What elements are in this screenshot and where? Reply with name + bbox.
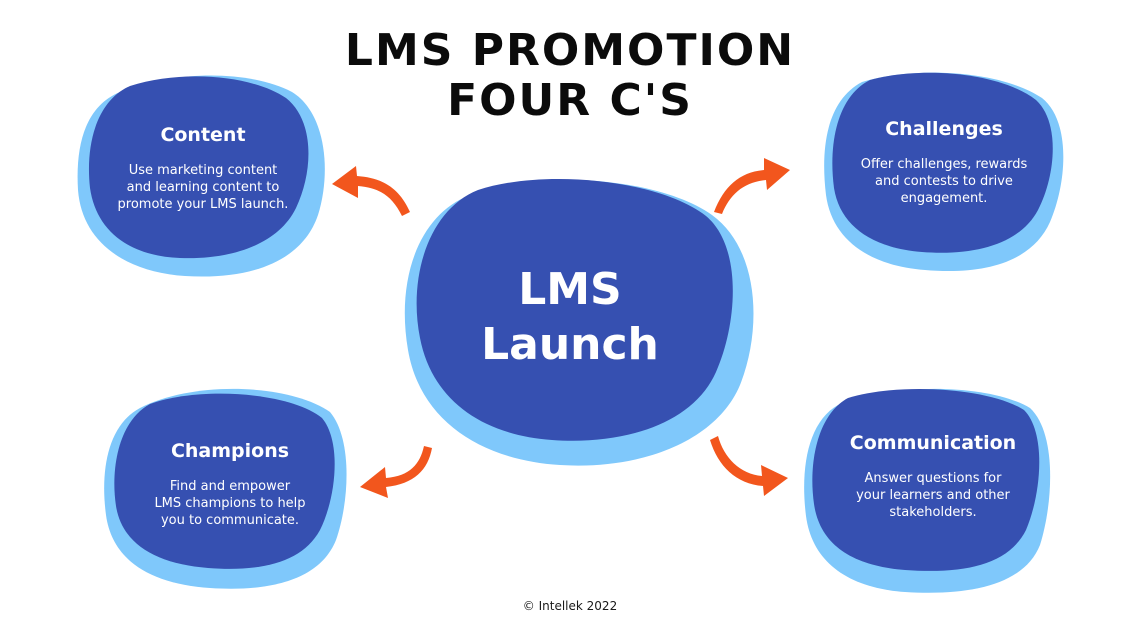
challenges-description-line-3: engagement. [900, 191, 988, 206]
content-description-line-2: and learning content to [126, 180, 280, 195]
champions-blob [104, 388, 347, 589]
communication-description-line-3: stakeholders. [889, 505, 977, 520]
communication-description: Answer questions for your learners and o… [826, 470, 1040, 521]
content-description-line-3: promote your LMS launch. [117, 197, 289, 212]
challenges-card: Challenges Offer challenges, rewards and… [840, 118, 1048, 207]
content-heading: Content [160, 124, 246, 146]
communication-description-line-1: Answer questions for [864, 471, 1002, 486]
center-label-line-1: LMS [518, 264, 622, 315]
communication-card: Communication Answer questions for your … [826, 432, 1040, 521]
content-description-line-1: Use marketing content [128, 163, 278, 178]
content-description: Use marketing content and learning conte… [98, 162, 308, 213]
communication-blob [804, 388, 1051, 593]
content-blob [77, 75, 325, 277]
challenges-blob [824, 72, 1064, 272]
champions-description-line-2: LMS champions to help [154, 496, 306, 511]
challenges-heading: Challenges [885, 118, 1003, 140]
challenges-description-line-1: Offer challenges, rewards [860, 157, 1028, 172]
copyright-footer: © Intellek 2022 [522, 599, 618, 613]
page-title: LMS PROMOTION FOUR C'S [270, 26, 870, 126]
center-label: LMS Launch [440, 262, 700, 372]
champions-description-line-3: you to communicate. [160, 513, 300, 528]
communication-heading: Communication [849, 432, 1017, 454]
content-card: Content Use marketing content and learni… [98, 124, 308, 213]
champions-description-line-1: Find and empower [169, 479, 291, 494]
arrow-to-content [332, 166, 410, 216]
arrow-to-challenges [714, 158, 790, 214]
champions-heading: Champions [170, 440, 290, 462]
champions-card: Champions Find and empower LMS champions… [124, 440, 336, 529]
arrow-to-champions [360, 446, 432, 498]
center-label-line-2: Launch [481, 319, 659, 370]
champions-description: Find and empower LMS champions to help y… [124, 478, 336, 529]
challenges-description: Offer challenges, rewards and contests t… [840, 156, 1048, 207]
title-line-2: FOUR C'S [447, 75, 693, 126]
center-blob [404, 178, 754, 466]
challenges-description-line-2: and contests to drive [875, 174, 1013, 189]
title-line-1: LMS PROMOTION [344, 25, 796, 76]
arrow-to-communication [710, 436, 788, 496]
communication-description-line-2: your learners and other [856, 488, 1010, 503]
